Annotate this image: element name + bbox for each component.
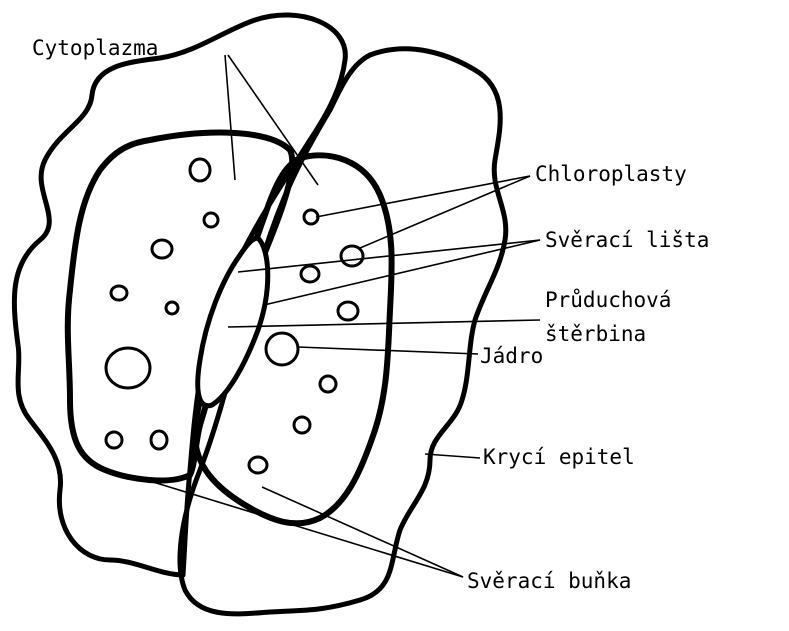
chloroplast	[320, 376, 336, 392]
label-pruduchova-line2: štěrbina	[545, 324, 646, 345]
chloroplast	[294, 417, 310, 433]
chloroplast	[152, 240, 172, 258]
chloroplast	[249, 457, 267, 473]
chloroplast	[111, 286, 127, 300]
label-pruduchova-line1: Průduchová	[545, 290, 671, 311]
chloroplast	[301, 266, 319, 282]
label-sveraci-bunka: Svěrací buňka	[467, 571, 631, 592]
chloroplast	[166, 302, 178, 314]
chloroplast	[151, 431, 167, 449]
chloroplast	[190, 159, 210, 181]
chloroplast	[204, 213, 218, 227]
chloroplast	[304, 210, 318, 224]
stomatal-pore	[198, 238, 268, 406]
chloroplast	[341, 246, 363, 266]
label-kryci-epitel: Krycí epitel	[483, 447, 635, 468]
label-jadro: Jádro	[480, 346, 543, 367]
label-cytoplazma: Cytoplazma	[32, 38, 158, 59]
nucleus-right	[266, 333, 298, 365]
nucleus-left	[106, 348, 150, 388]
chloroplast	[106, 432, 122, 448]
label-chloroplasty: Chloroplasty	[535, 164, 687, 185]
chloroplast	[338, 302, 358, 320]
label-sveraci-lista: Svěrací lišta	[545, 230, 709, 251]
